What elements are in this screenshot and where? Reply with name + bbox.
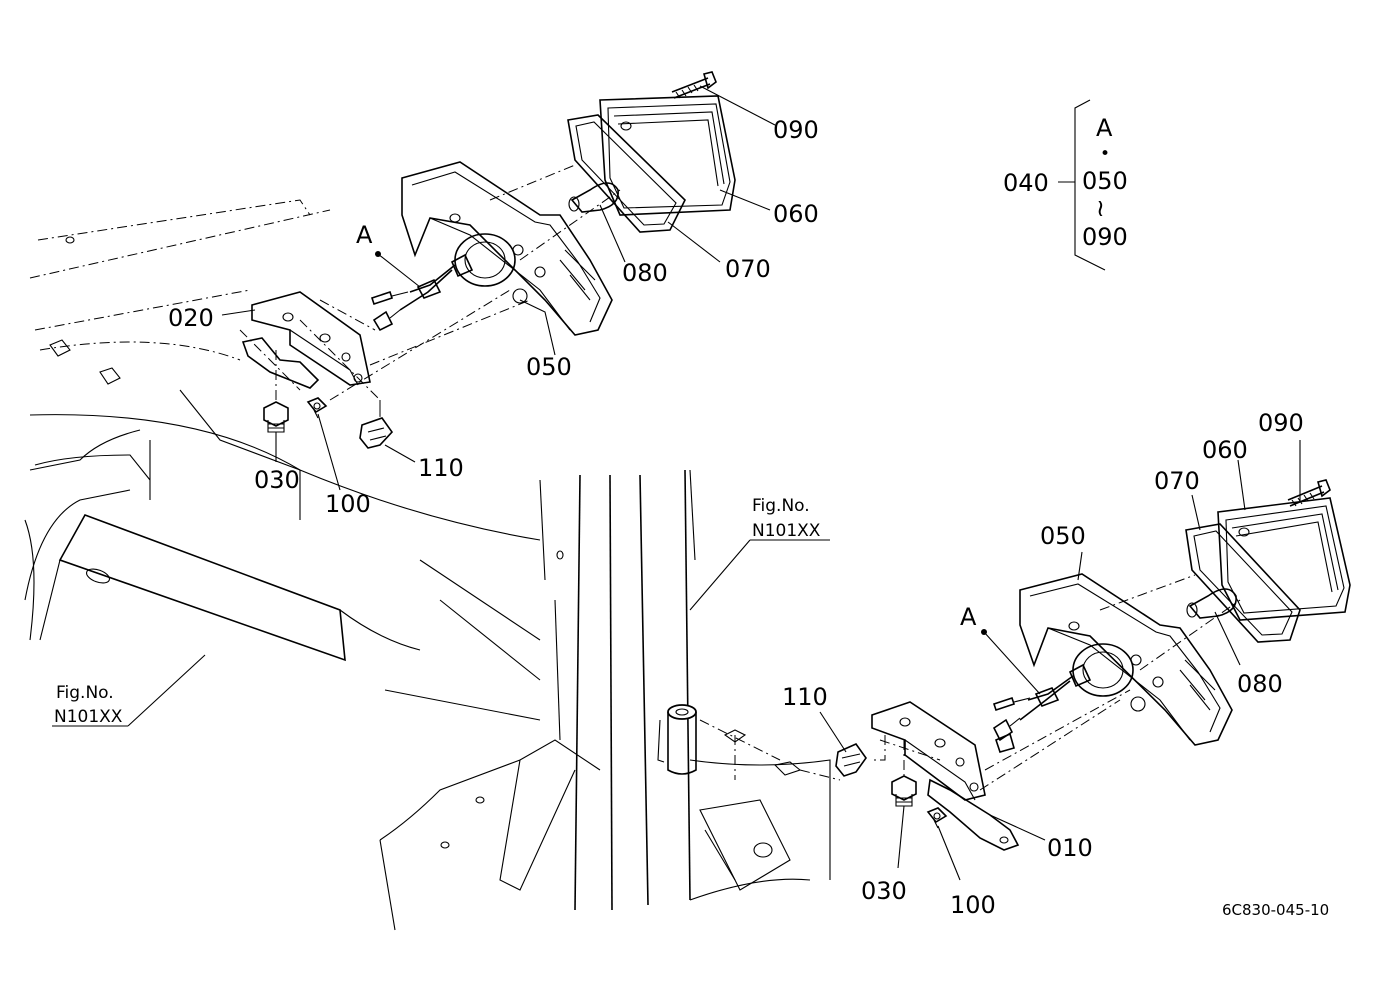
upper-clip-110 (359, 400, 394, 449)
label-upper-060: 060 (773, 200, 819, 228)
upper-nut-030 (263, 350, 289, 433)
label-upper-110: 110 (418, 454, 464, 482)
label-lower-060: 060 (1202, 436, 1248, 464)
label-upper-callout-a: A (356, 221, 373, 249)
lower-bracket-010 (870, 689, 1131, 851)
lower-gasket-070 (1185, 523, 1301, 643)
legend-tilde: ≀ (1096, 194, 1105, 222)
legend-dot: • (1100, 144, 1110, 164)
label-lower-050: 050 (1040, 522, 1086, 550)
label-lower-010: 010 (1047, 834, 1093, 862)
upper-gasket-070 (567, 114, 686, 233)
label-lower-090: 090 (1258, 409, 1304, 437)
label-upper-050: 050 (526, 353, 572, 381)
lower-lamp-assembly (835, 479, 1351, 851)
fig-ref-left-line2: N101XX (54, 707, 123, 727)
upper-screw-100 (306, 397, 328, 419)
upper-wiring-harness (370, 251, 456, 332)
label-upper-100: 100 (325, 490, 371, 518)
label-upper-090: 090 (773, 116, 819, 144)
label-lower-100: 100 (950, 891, 996, 919)
label-lower-030: 030 (861, 877, 907, 905)
label-upper-080: 080 (622, 259, 668, 287)
fender-background (24, 199, 541, 662)
lower-screw-100 (926, 807, 948, 829)
rops-post-background (379, 469, 841, 931)
fig-ref-left-line1: Fig.No. (56, 683, 114, 703)
label-upper-070: 070 (725, 255, 771, 283)
lower-wiring-harness (981, 629, 1074, 753)
fig-ref-center-line2: N101XX (752, 521, 821, 541)
upper-housing-050 (401, 161, 621, 336)
legend-group-number: 040 (1003, 169, 1049, 197)
label-lower-070: 070 (1154, 467, 1200, 495)
label-lower-callout-a: A (960, 603, 977, 631)
label-lower-110: 110 (782, 683, 828, 711)
leader-lines (52, 85, 1301, 881)
group-legend (1058, 99, 1106, 271)
legend-from: 050 (1082, 167, 1128, 195)
upper-bracket-020 (239, 291, 381, 420)
upper-lamp-assembly (239, 71, 736, 449)
legend-to: 090 (1082, 223, 1128, 251)
lower-clip-110 (835, 743, 867, 777)
label-upper-030: 030 (254, 466, 300, 494)
upper-bolt-090 (671, 71, 717, 99)
upper-lens-060 (599, 95, 736, 216)
lower-housing-050 (1019, 573, 1241, 746)
label-upper-020: 020 (168, 304, 214, 332)
drawing-code: 6C830-045-10 (1222, 901, 1329, 919)
legend-start: A (1096, 114, 1113, 142)
lower-lens-060 (1217, 497, 1351, 621)
lower-bulb-080 (1186, 588, 1237, 619)
label-lower-080: 080 (1237, 670, 1283, 698)
lower-nut-030 (891, 740, 917, 807)
fig-ref-center-line1: Fig.No. (752, 496, 810, 516)
upper-bulb-080 (568, 182, 619, 213)
